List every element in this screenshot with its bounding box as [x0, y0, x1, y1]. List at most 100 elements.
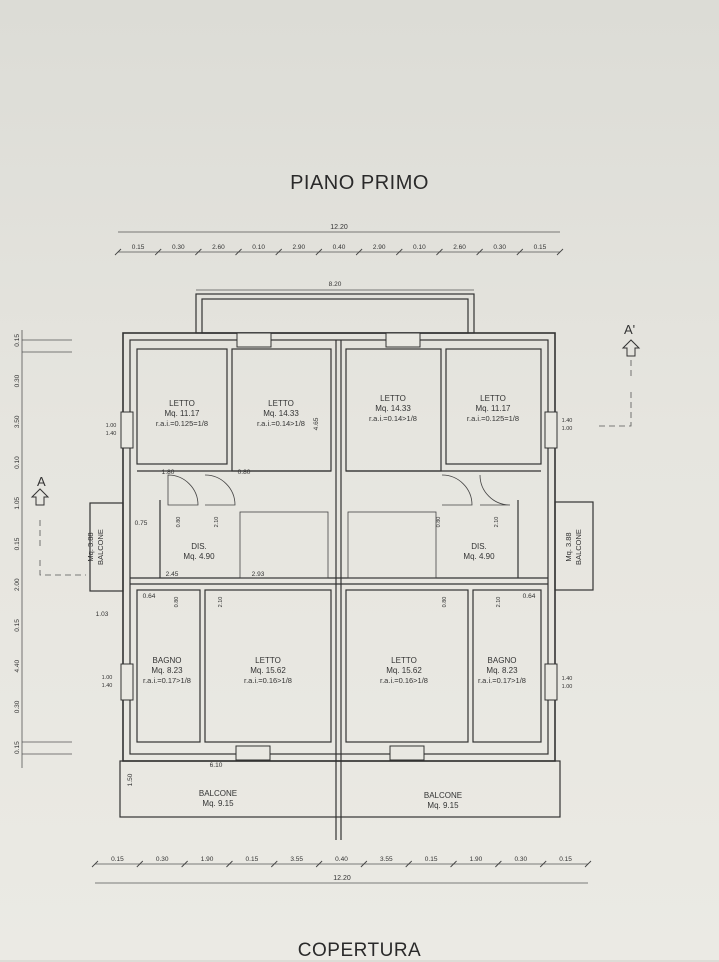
room-rai: r.a.i.=0.125=1/8 — [467, 414, 519, 423]
page-title: PIANO PRIMO — [290, 172, 429, 194]
dim-bottom: 0.30 — [156, 856, 169, 863]
dim-bottom: 1.90 — [470, 856, 483, 863]
room-name: BALCONE — [424, 791, 462, 800]
dim-left: 0.15 — [14, 537, 21, 550]
dim-left: 1.05 — [14, 497, 21, 510]
room-area: Mq. 4.90 — [183, 552, 215, 561]
dim-inner: 1.80 — [162, 469, 175, 476]
dim-tick — [91, 860, 99, 868]
room-area: Mq. 11.17 — [476, 404, 512, 413]
dim-tick — [235, 248, 242, 256]
dim-tick — [195, 248, 202, 256]
dim-tick — [395, 248, 403, 256]
dim-bottom: 0.15 — [111, 856, 124, 863]
window-dim-bottom: 1.40 — [106, 431, 117, 437]
dim-top: 0.30 — [172, 244, 185, 251]
dim-tick — [450, 860, 457, 868]
room-name: LETTO — [480, 394, 506, 403]
room-name: LETTO — [169, 399, 195, 408]
dim-tick — [270, 860, 278, 868]
room-name: BAGNO — [488, 656, 517, 665]
window-dim-bottom: 1.00 — [562, 426, 573, 432]
room-rai: r.a.i.=0.14>1/8 — [257, 419, 305, 428]
dim-left: 0.30 — [14, 374, 21, 387]
dim-bottom-total: 12.20 — [333, 875, 351, 882]
section-marker-left-label: A — [37, 474, 46, 489]
dim-left: 4.40 — [14, 659, 21, 672]
window-dim-top: 1.40 — [562, 676, 573, 682]
room-name: BALCONE — [96, 529, 105, 565]
door-dim: 2.10 — [494, 517, 500, 528]
dim-tick — [114, 248, 122, 256]
room-area: Mq. 9.15 — [202, 799, 234, 808]
room-name: LETTO — [255, 656, 281, 665]
room-name: BALCONE — [574, 529, 583, 565]
room-rai: r.a.i.=0.16>1/8 — [244, 676, 292, 685]
dim-top: 0.15 — [534, 244, 547, 251]
next-section-title: COPERTURA — [297, 940, 422, 961]
dim-inner: 0.64 — [523, 593, 536, 600]
dim-top-total: 12.20 — [330, 224, 348, 231]
dimension-ticks — [91, 248, 592, 868]
door-dim: 2.10 — [214, 517, 220, 528]
section-arrows — [30, 339, 641, 506]
room-name: BAGNO — [153, 656, 182, 665]
dim-tick — [516, 248, 524, 256]
window-dim-bottom: 1.40 — [102, 683, 113, 689]
room-area: Mq. 8.23 — [486, 666, 518, 675]
dim-tick — [436, 248, 443, 256]
room-area: Mq. 9.15 — [427, 801, 459, 810]
dim-inner: 8.20 — [329, 281, 342, 288]
dim-top: 2.60 — [453, 244, 466, 251]
dim-top: 0.10 — [413, 244, 426, 251]
room-area: Mq. 14.33 — [375, 404, 411, 413]
dim-left: 0.15 — [14, 334, 21, 347]
dim-top: 2.90 — [373, 244, 386, 251]
dim-bottom: 0.15 — [246, 856, 259, 863]
room-rai: r.a.i.=0.16>1/8 — [380, 676, 428, 685]
dim-inner: 0.80 — [238, 469, 251, 476]
dim-tick — [539, 860, 547, 868]
dim-tick — [275, 248, 283, 256]
door-dim: 2.10 — [496, 597, 502, 608]
dim-left: 0.30 — [14, 700, 21, 713]
section-marker-right-label: A' — [624, 322, 636, 337]
room-name: LETTO — [391, 656, 417, 665]
dim-tick — [154, 248, 162, 256]
dim-top: 2.60 — [212, 244, 225, 251]
door-swings — [167, 474, 511, 506]
room-area: Mq. 3.88 — [564, 532, 573, 561]
dim-inner: 4.65 — [313, 417, 320, 430]
room-name: LETTO — [380, 394, 406, 403]
dim-tick — [360, 860, 368, 868]
dim-left: 0.15 — [14, 619, 21, 632]
window-dim-bottom: 1.00 — [562, 684, 573, 690]
dim-inner: 2.93 — [252, 571, 265, 578]
room-name: DIS. — [191, 542, 207, 551]
room-rai: r.a.i.=0.17>1/8 — [143, 676, 191, 685]
room-name: LETTO — [268, 399, 294, 408]
dim-inner: 6.10 — [210, 762, 223, 769]
dim-bottom: 0.40 — [335, 856, 348, 863]
door-dim: 0.80 — [176, 517, 182, 528]
dim-tick — [556, 248, 564, 256]
dim-tick — [355, 248, 363, 256]
dim-tick — [136, 860, 144, 868]
dim-tick — [495, 860, 502, 868]
dim-top: 0.15 — [132, 244, 145, 251]
dim-left: 0.10 — [14, 456, 21, 469]
dim-inner: 0.75 — [135, 520, 148, 527]
dim-tick — [584, 860, 592, 868]
room-rai: r.a.i.=0.17>1/8 — [478, 676, 526, 685]
dim-left: 3.50 — [14, 415, 21, 428]
room-area: Mq. 4.90 — [463, 552, 495, 561]
dim-top: 0.30 — [493, 244, 506, 251]
room-name: DIS. — [471, 542, 487, 551]
door-dim: 0.80 — [442, 597, 448, 608]
dim-bottom: 0.15 — [425, 856, 438, 863]
openings — [120, 332, 558, 761]
window-dim-top: 1.40 — [562, 418, 573, 424]
room-area: Mq. 15.62 — [250, 666, 286, 675]
dim-tick — [476, 248, 483, 256]
